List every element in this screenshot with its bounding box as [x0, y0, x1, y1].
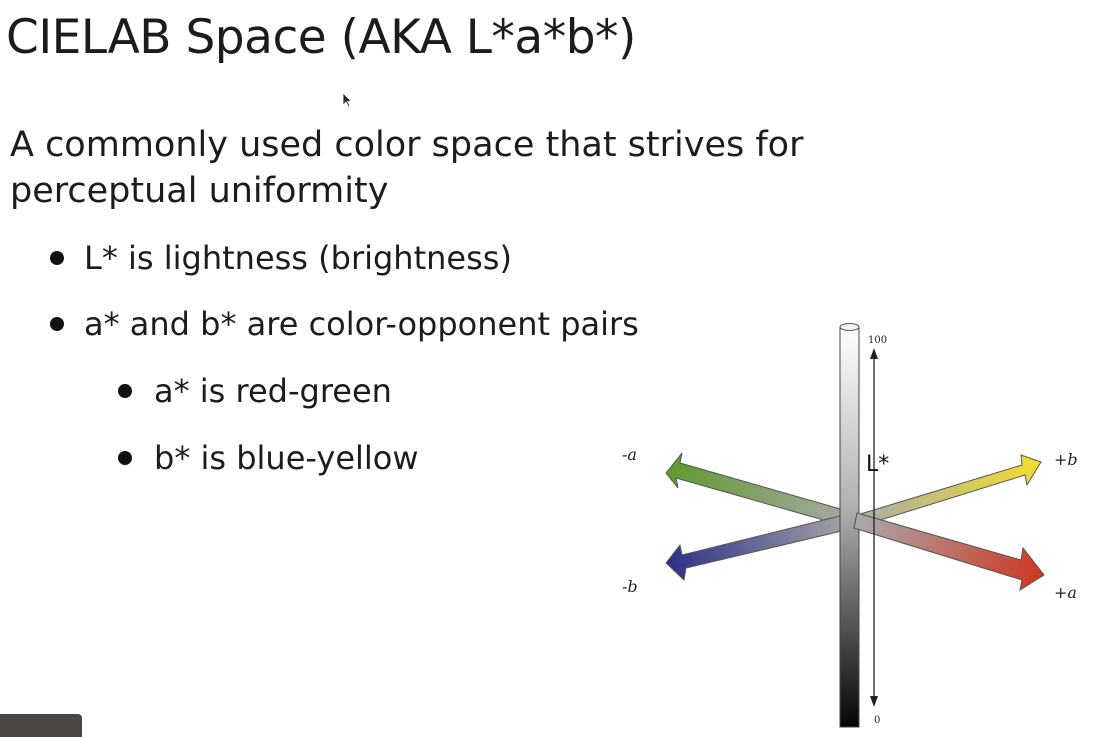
neg-a-label: -a — [622, 445, 637, 464]
neg-a-arm — [665, 452, 845, 526]
pos-a-label: +a — [1054, 583, 1077, 602]
presenter-video-thumbnail — [0, 714, 82, 737]
l-bottom-label: 0 — [874, 715, 880, 726]
intro-text: A commonly used color space that strives… — [10, 125, 804, 211]
bullet-text: a* is red-green — [154, 372, 392, 410]
cielab-axes-diagram: 100 0 L* -a +a -b +b — [622, 323, 1078, 728]
l-top-label: 100 — [868, 335, 887, 346]
l-axis-label: L* — [866, 452, 889, 477]
pos-b-label: +b — [1054, 450, 1078, 469]
sub-bullet-blue-yellow: b* is blue-yellow — [118, 438, 419, 478]
bullet-dot — [50, 251, 64, 265]
bullet-text: a* and b* are color-opponent pairs — [84, 305, 639, 343]
mouse-cursor-icon — [342, 92, 353, 108]
bullet-dot — [118, 451, 132, 465]
pos-b-arm — [856, 454, 1042, 528]
scale-arrow-up-icon — [870, 348, 878, 359]
bullet-text: L* is lightness (brightness) — [84, 239, 512, 277]
bullet-dot — [118, 384, 132, 398]
pos-a-arm — [853, 512, 1045, 592]
neg-b-arm — [665, 514, 847, 582]
bullet-dot — [50, 317, 64, 331]
slide-title: CIELAB Space (AKA L*a*b*) — [6, 10, 636, 65]
bullet-color-opponent: a* and b* are color-opponent pairs — [50, 304, 639, 344]
neg-b-label: -b — [622, 577, 638, 596]
bullet-text: b* is blue-yellow — [154, 439, 419, 477]
pillar-top — [839, 323, 860, 331]
bullet-lightness: L* is lightness (brightness) — [50, 238, 512, 278]
scale-arrow-down-icon — [870, 696, 878, 707]
sub-bullet-red-green: a* is red-green — [118, 371, 392, 411]
